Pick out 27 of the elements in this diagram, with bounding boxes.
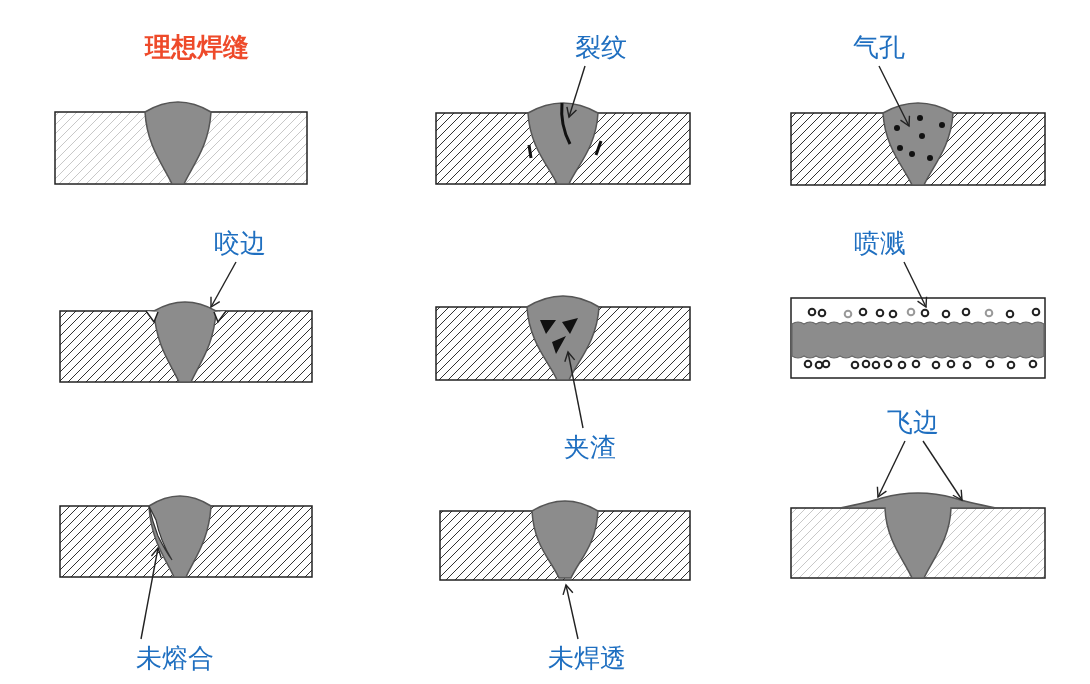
weld-specimen-drawing xyxy=(54,101,308,185)
leader-arrow xyxy=(562,584,579,640)
weld-specimen-drawing xyxy=(790,102,1046,186)
leader-arrow xyxy=(564,351,584,429)
defect-label: 裂纹 xyxy=(575,32,627,62)
weld-specimen-drawing xyxy=(435,295,691,381)
defect-label: 未熔合 xyxy=(136,643,214,673)
weld-specimen-drawing xyxy=(790,297,1046,379)
leader-arrow xyxy=(566,65,586,118)
defect-label: 咬边 xyxy=(214,228,266,258)
weld-specimen-drawing xyxy=(59,301,313,383)
defect-label: 未焊透 xyxy=(548,643,626,673)
weld-specimen-drawing xyxy=(435,102,691,185)
leader-arrow xyxy=(210,261,237,308)
leader-arrow xyxy=(903,261,928,308)
leader-arrow xyxy=(876,440,906,498)
leader-arrow xyxy=(878,65,911,127)
defect-label: 飞边 xyxy=(887,407,939,437)
leader-arrow xyxy=(922,440,963,501)
defect-label: 喷溅 xyxy=(854,228,906,258)
weld-specimen-drawing xyxy=(790,492,1046,579)
leader-arrow xyxy=(140,547,162,640)
defect-label: 气孔 xyxy=(853,32,905,62)
weld-specimen-drawing xyxy=(439,500,691,581)
weld-specimen-drawing xyxy=(59,495,313,578)
caption-text: 理想焊缝 xyxy=(145,32,249,62)
defect-label: 夹渣 xyxy=(564,432,616,462)
